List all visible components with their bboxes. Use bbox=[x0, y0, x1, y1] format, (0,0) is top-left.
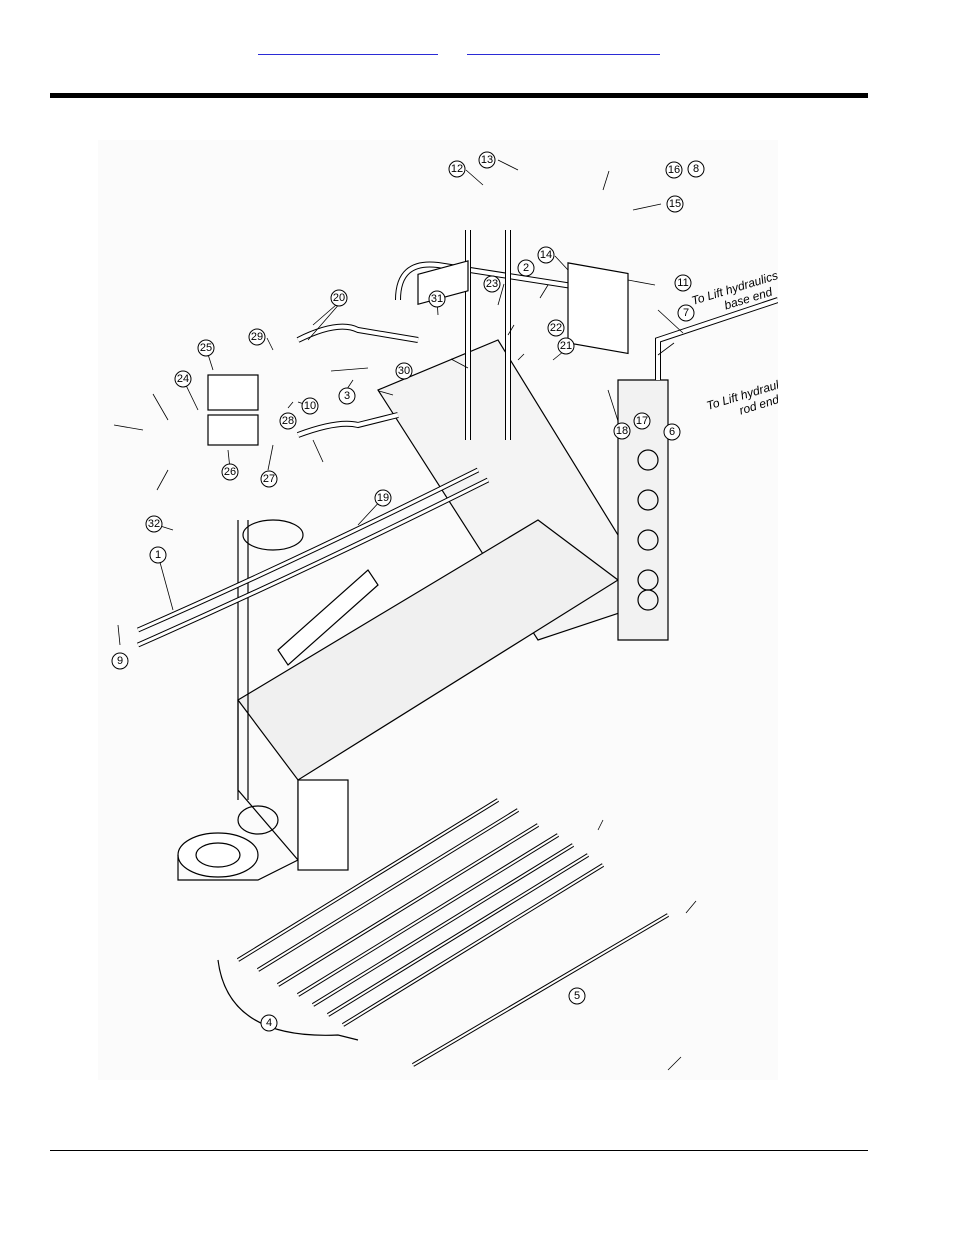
callout-31: 31 bbox=[431, 293, 443, 305]
callout-27: 27 bbox=[263, 473, 275, 485]
callout-17: 17 bbox=[636, 415, 648, 427]
callout-20a: 20 bbox=[333, 292, 345, 304]
callout-11: 11 bbox=[677, 277, 688, 289]
footer-rule bbox=[50, 1150, 868, 1151]
callout-4: 4 bbox=[266, 1017, 272, 1029]
callout-9: 9 bbox=[117, 655, 123, 667]
callout-32: 32 bbox=[148, 518, 160, 530]
callout-29a: 29 bbox=[251, 331, 263, 343]
callout-22a: 22 bbox=[550, 322, 562, 334]
hydraulic-assembly-drawing: 1 2 3 4 5 6 7 8 9 10 11 12 13 14 15 16 1… bbox=[111, 151, 778, 1071]
callout-18: 18 bbox=[616, 425, 628, 437]
callout-14: 14 bbox=[540, 249, 552, 261]
callout-16: 16 bbox=[668, 164, 680, 176]
callout-26: 26 bbox=[224, 466, 236, 478]
callout-6: 6 bbox=[669, 426, 675, 438]
callout-24a: 24 bbox=[177, 373, 189, 385]
callout-8: 8 bbox=[693, 163, 699, 175]
callout-2: 2 bbox=[523, 262, 529, 274]
header-link-2[interactable] bbox=[467, 40, 660, 55]
callout-10: 10 bbox=[304, 400, 316, 412]
parts-diagram: 1 2 3 4 5 6 7 8 9 10 11 12 13 14 15 16 1… bbox=[98, 140, 778, 1080]
callout-7a: 7 bbox=[683, 307, 689, 319]
callout-19: 19 bbox=[377, 492, 389, 504]
callout-21a: 21 bbox=[560, 340, 572, 352]
callout-13: 13 bbox=[481, 154, 493, 166]
callout-3: 3 bbox=[344, 390, 350, 402]
callout-5: 5 bbox=[574, 990, 580, 1002]
callout-1: 1 bbox=[155, 549, 161, 561]
callout-23a: 23 bbox=[486, 278, 498, 290]
callout-28: 28 bbox=[282, 415, 294, 427]
header-link-1[interactable] bbox=[258, 40, 438, 55]
callout-25: 25 bbox=[200, 342, 212, 354]
callout-15: 15 bbox=[669, 198, 681, 210]
callout-30: 30 bbox=[398, 365, 410, 377]
header-rule bbox=[50, 93, 868, 98]
callout-12: 12 bbox=[451, 163, 463, 175]
